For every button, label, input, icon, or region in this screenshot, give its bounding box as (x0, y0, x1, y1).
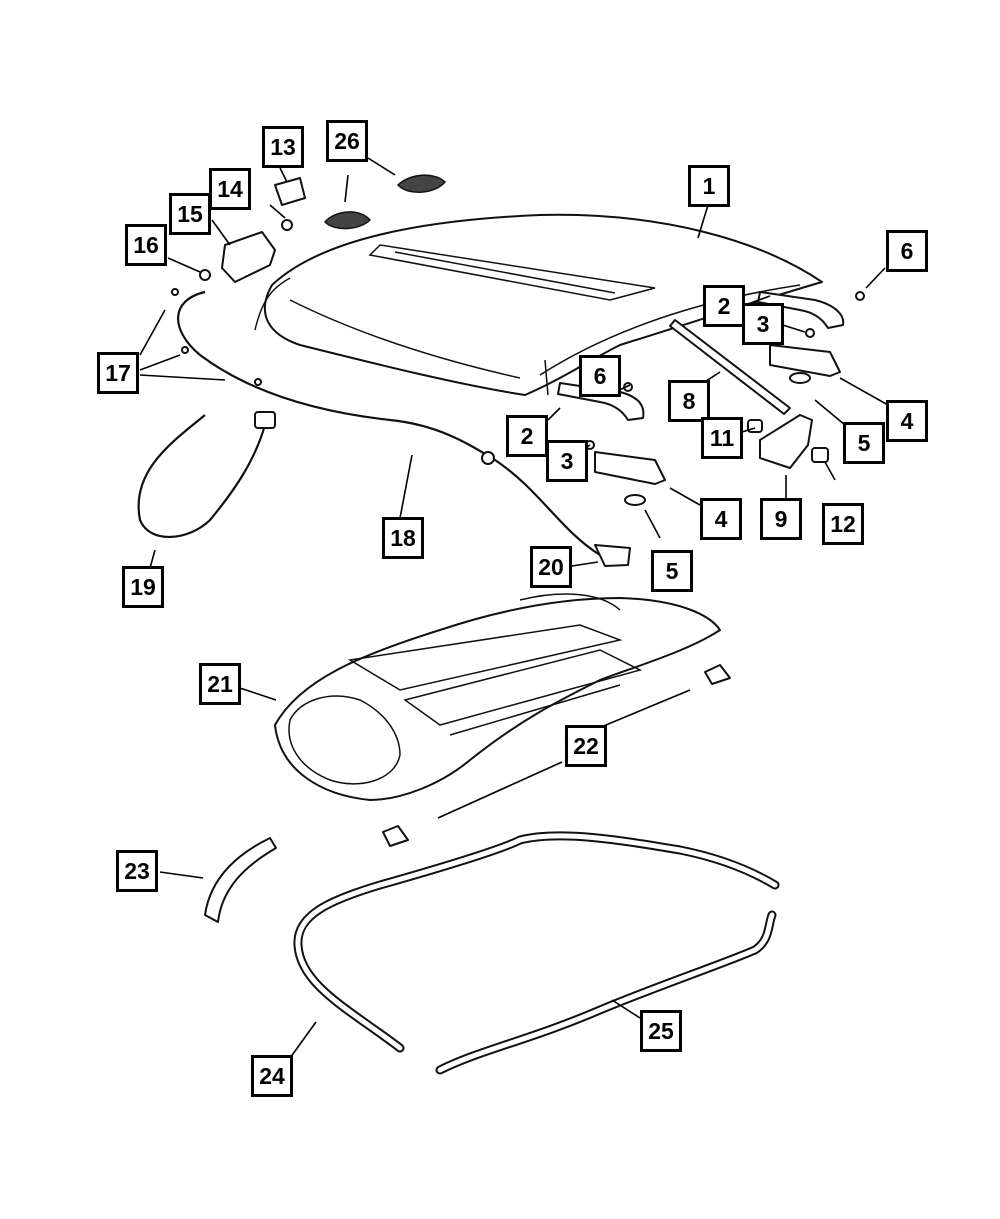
callout-4: 4 (886, 400, 928, 442)
callout-3: 3 (742, 303, 784, 345)
callout-26: 26 (326, 120, 368, 162)
callout-13: 13 (262, 126, 304, 168)
callout-5: 5 (843, 422, 885, 464)
callout-3: 3 (546, 440, 588, 482)
callout-8: 8 (668, 380, 710, 422)
callout-21: 21 (199, 663, 241, 705)
callout-11: 11 (701, 417, 743, 459)
callout-15: 15 (169, 193, 211, 235)
callout-2: 2 (506, 415, 548, 457)
callout-14: 14 (209, 168, 251, 210)
callout-18: 18 (382, 517, 424, 559)
callout-24: 24 (251, 1055, 293, 1097)
hinge-left-lower (557, 382, 666, 506)
hood-latch (199, 174, 447, 283)
hood-support-strut (669, 319, 829, 469)
leader-lines (139, 157, 889, 1059)
callout-19: 19 (122, 566, 164, 608)
callout-4: 4 (700, 498, 742, 540)
callout-22: 22 (565, 725, 607, 767)
callout-20: 20 (530, 546, 572, 588)
callout-23: 23 (116, 850, 158, 892)
callout-9: 9 (760, 498, 802, 540)
callout-6: 6 (886, 230, 928, 272)
callout-6: 6 (579, 355, 621, 397)
callout-5: 5 (651, 550, 693, 592)
callout-1: 1 (688, 165, 730, 207)
callout-17: 17 (97, 352, 139, 394)
callout-16: 16 (125, 224, 167, 266)
hinge-right-upper (757, 291, 865, 384)
hood-seals (204, 831, 780, 1075)
hood-insulator (274, 593, 731, 847)
callout-2: 2 (703, 285, 745, 327)
callout-25: 25 (640, 1010, 682, 1052)
callout-12: 12 (822, 503, 864, 545)
release-cable (137, 288, 631, 567)
